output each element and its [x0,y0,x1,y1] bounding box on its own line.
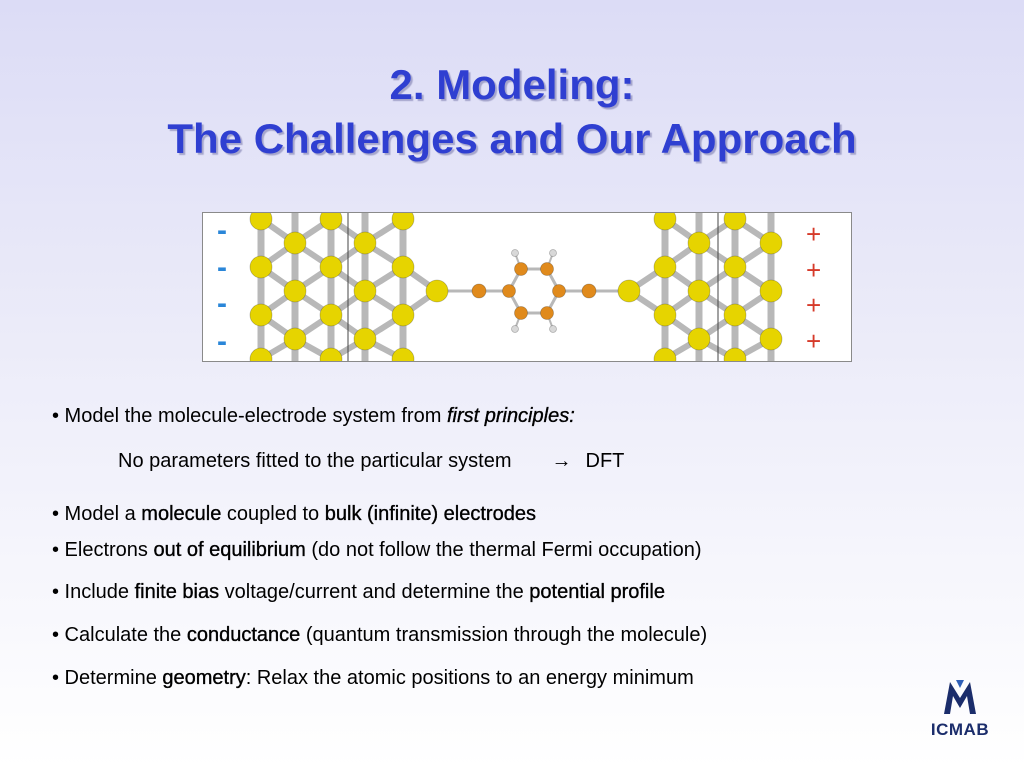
bullet-text: • Include [52,581,135,603]
sub-bullet-text: No parameters fitted to the particular s… [118,450,512,472]
right-gold-atom [759,327,783,351]
left-gold-atom [283,231,307,255]
bullet-text: : Relax the atomic positions to an energ… [245,667,694,689]
slide-title: 2. Modeling: The Challenges and Our Appr… [0,58,1024,166]
right-gold-atom [723,213,747,231]
molecular-junction-figure: - - - - + + + + [202,212,852,362]
junction-illustration: - - - - + + + + [217,213,821,361]
left-gold-atom [391,347,415,361]
bullet-text: coupled to [221,503,325,525]
bullet-text: (do not follow the thermal Fermi occupat… [305,539,702,561]
keyword-bulk-electrodes: bulk (infinite) electrodes [324,503,537,525]
left-gold-atom [391,303,415,327]
bullet-text: • Calculate the [52,624,187,646]
right-tip-atom [617,279,641,303]
logo-text: ICMAB [930,720,990,739]
keyword-finite-bias: finite bias [134,581,220,603]
left-gold-atom [249,213,273,231]
bullet-finite-bias: • Include finite bias voltage/current an… [52,580,665,604]
left-charge-4: - [217,325,227,358]
icmab-logo: ICMAB [920,676,1000,742]
bullet-text: voltage/current and determine the [219,581,530,603]
bullet-text: (quantum transmission through the molecu… [300,624,708,646]
hydrogen-atom [549,325,557,333]
left-gold-atom [283,279,307,303]
bullet-text: • Determine [52,667,163,689]
left-charge-1: - [217,214,227,247]
left-gold-atom [391,213,415,231]
ring-carbon-atom [552,284,566,298]
title-line-2: The Challenges and Our Approach [167,115,857,162]
left-gold-atom [353,231,377,255]
left-gold-atom [353,279,377,303]
bullet-first-principles: • Model the molecule-electrode system fr… [52,404,575,428]
ring-carbon-atom [502,284,516,298]
right-arrow-icon: → [551,450,572,472]
left-gold-atom [319,347,343,361]
keyword-out-of-equilibrium: out of equilibrium [153,539,306,561]
left-gold-atom [391,255,415,279]
dft-label: DFT [585,450,625,472]
left-charge-3: - [217,287,227,320]
icmab-logo-mark-icon [944,680,976,714]
right-gold-atom [653,213,677,231]
ring-carbon-atom [540,262,554,276]
bullet-geometry: • Determine geometry: Relax the atomic p… [52,666,694,690]
bullet-conductance: • Calculate the conductance (quantum tra… [52,623,707,647]
left-gold-atom [319,255,343,279]
right-gold-atom [759,279,783,303]
right-charge-2: + [806,255,821,285]
ring-carbon-atom [514,306,528,320]
right-charge-3: + [806,290,821,320]
emphasis-first-principles: first principles: [446,405,575,427]
right-gold-atom [687,231,711,255]
left-tip-atom [425,279,449,303]
title-line-1: 2. Modeling: [389,61,635,108]
keyword-geometry: geometry [162,667,246,689]
bullet-text: • Model a [52,503,142,525]
linker-atom [581,283,597,299]
left-gold-atom [319,213,343,231]
left-gold-atom [249,347,273,361]
right-gold-atom [653,347,677,361]
right-gold-atom [723,303,747,327]
hydrogen-atom [511,325,519,333]
ring-carbon-atom [540,306,554,320]
right-charge-4: + [806,326,821,356]
bullet-text: • Electrons [52,539,154,561]
keyword-conductance: conductance [186,624,301,646]
left-gold-atom [353,327,377,351]
right-gold-atom [653,255,677,279]
right-gold-atom [723,347,747,361]
linker-atom [471,283,487,299]
hydrogen-atom [511,249,519,257]
bullet-molecule-electrodes: • Model a molecule coupled to bulk (infi… [52,502,536,526]
left-gold-atom [249,303,273,327]
left-gold-atom [249,255,273,279]
ring-carbon-atom [514,262,528,276]
left-charge-2: - [217,251,227,284]
left-gold-atom [283,327,307,351]
hydrogen-atom [549,249,557,257]
right-gold-atom [687,279,711,303]
bullet-out-of-equilibrium: • Electrons out of equilibrium (do not f… [52,538,702,562]
sub-bullet-dft: No parameters fitted to the particular s… [118,449,624,473]
bullet-text: • Model the molecule-electrode system fr… [52,405,447,427]
keyword-molecule: molecule [141,503,222,525]
left-gold-atom [319,303,343,327]
right-gold-atom [687,327,711,351]
right-charge-1: + [806,219,821,249]
right-gold-atom [653,303,677,327]
right-gold-atom [759,231,783,255]
right-gold-atom [723,255,747,279]
keyword-potential-profile: potential profile [529,581,665,603]
